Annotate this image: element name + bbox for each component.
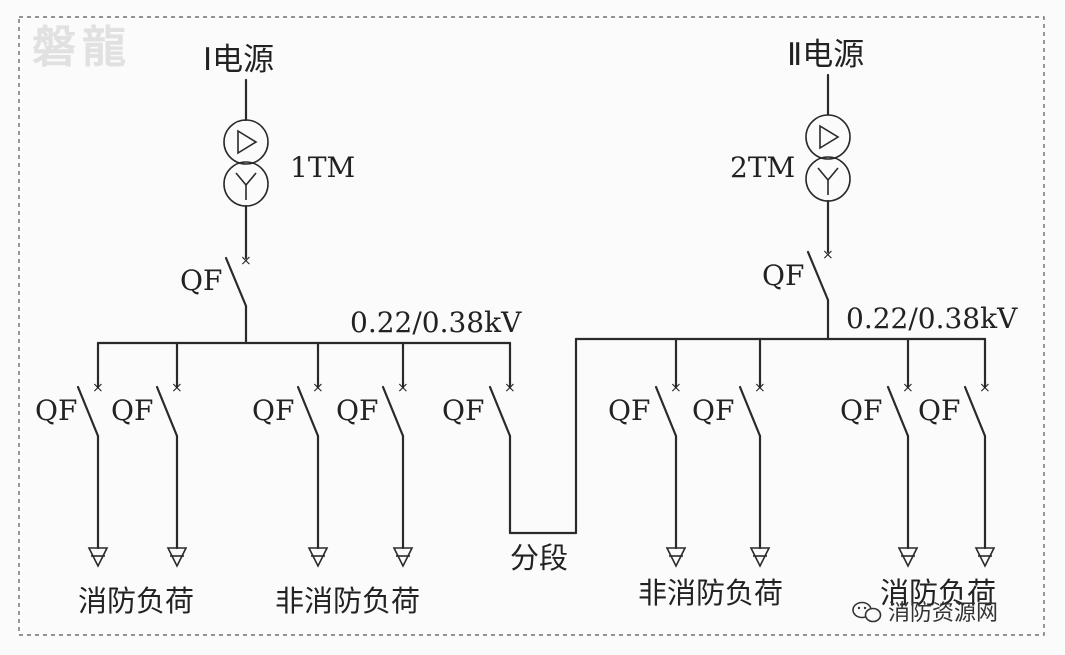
breaker-blade [738,385,762,438]
section-tie-line [508,337,578,535]
source-right-label: Ⅱ电源 [787,37,864,73]
breaker-label: QF [608,394,650,427]
main-breaker-right-label: QF [762,259,804,292]
load-label-right-nonfire: 非消防负荷 [638,576,783,610]
load-label-right-fire: 消防负荷 [880,576,996,610]
brand-name: 消防资源网 [888,601,998,626]
breaker-trip-mark: × [92,380,104,396]
breaker-blade [296,385,320,438]
load-arrow [392,547,414,568]
load-arrow [307,547,329,568]
bus-right-voltage: 0.22/0.38kV [846,302,1018,335]
transformer-left-symbol [223,119,269,207]
branch-right-nonfire-2: × QF [692,337,771,568]
load-arrow [974,547,996,568]
breaker-label: QF [35,394,77,427]
breaker-trip-mark: × [754,380,766,396]
diagram-frame [18,16,1045,636]
branch-left-fire-1: × QF [35,341,109,568]
load-arrow [897,547,919,568]
breaker-label: QF [252,394,294,427]
transformer-left-label: 1TM [290,151,355,184]
breaker-blade [886,385,910,438]
branch-right-fire-1: × QF [840,337,919,568]
svg-text:×: × [822,247,834,263]
breaker-label: QF [918,394,960,427]
breaker-blade [76,385,100,438]
breaker-trip-mark: × [979,380,991,396]
wechat-icon [852,601,882,623]
load-arrow [749,547,771,568]
source-left-label: Ⅰ电源 [203,42,274,78]
breaker-label: QF [442,394,484,427]
watermark-logo: 磐龍 [32,22,132,73]
breaker-trip-mark: × [171,380,183,396]
svg-text:×: × [240,253,252,269]
section-label: 分段 [510,541,568,575]
load-label-left-nonfire: 非消防负荷 [275,584,420,618]
branch-left-nonfire-1: × QF [252,341,329,568]
breaker-blade [381,385,405,438]
load-arrow [166,547,188,568]
main-breaker-left-label: QF [180,264,222,297]
transformer-right-label: 2TM [730,151,795,184]
breaker-label: QF [111,394,153,427]
breaker-trip-mark: × [670,380,682,396]
branch-left-nonfire-2: × QF [336,341,414,568]
bus-left-voltage: 0.22/0.38kV [350,306,522,339]
main-breaker-left-blade [224,256,248,308]
load-label-left-fire: 消防负荷 [78,584,194,618]
transformer-right-symbol [805,114,851,202]
breaker-label: QF [336,394,378,427]
branch-left-fire-2: × QF [111,341,188,568]
breaker-trip-mark: × [397,380,409,396]
branch-right-fire-2: × QF [918,337,996,568]
breaker-blade [155,385,179,438]
load-arrow [665,547,687,568]
main-breaker-right-blade [806,250,830,302]
breaker-trip-mark: × [504,380,516,396]
breaker-label: QF [840,394,882,427]
load-arrow [87,547,109,568]
breaker-blade [654,385,678,438]
breaker-blade [488,385,512,438]
breaker-trip-mark: × [312,380,324,396]
branch-section-breaker: × QF [442,341,516,438]
branch-right-nonfire-1: × QF [608,337,687,568]
breaker-label: QF [692,394,734,427]
branch-feeders: ×QF×QF×QF×QF×QF×QF×QF×QF×QF [35,337,996,568]
breaker-trip-mark: × [902,380,914,396]
breaker-blade [963,385,987,438]
